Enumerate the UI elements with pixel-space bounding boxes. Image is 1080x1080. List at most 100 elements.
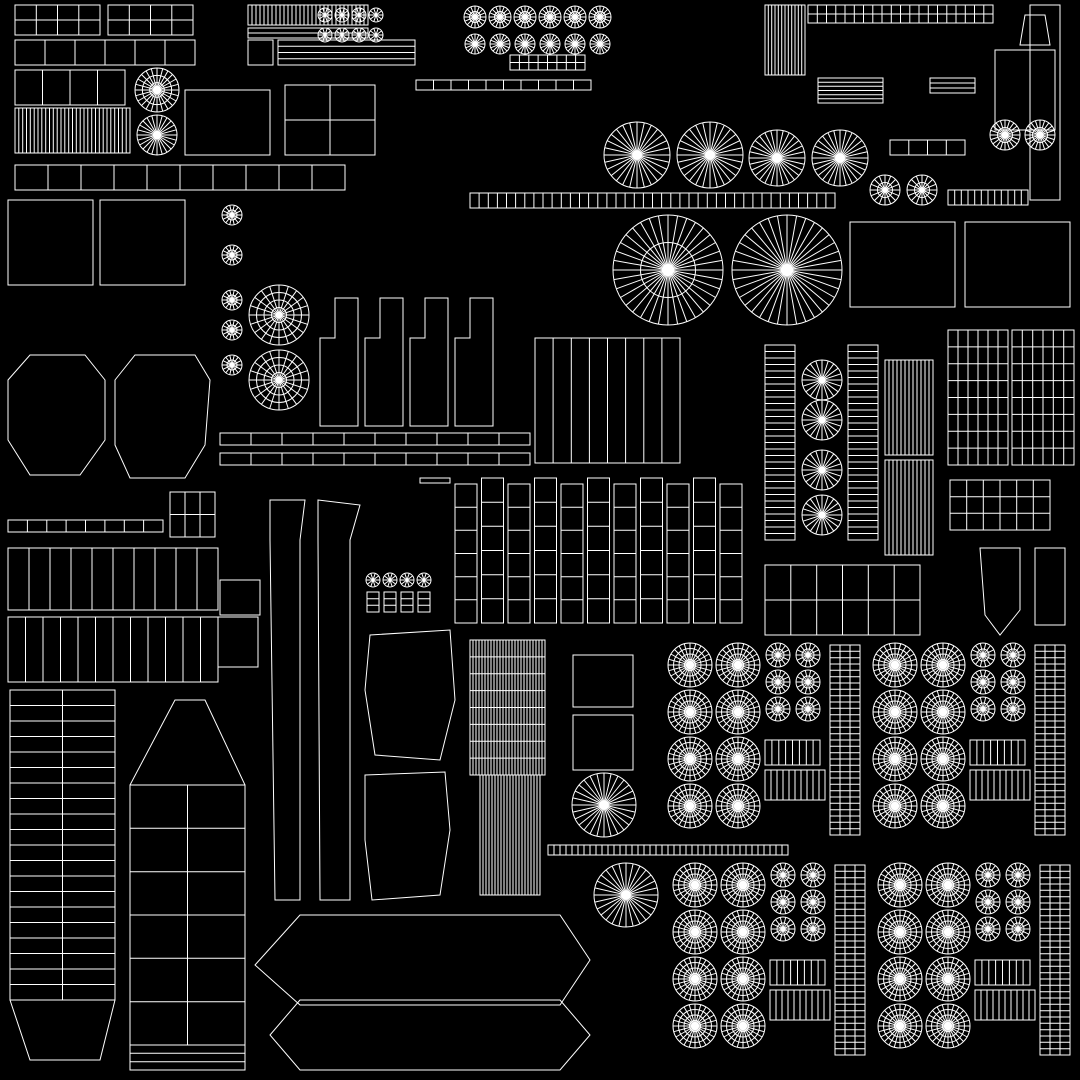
uv-grid-island: [284, 84, 376, 156]
polygon-outline: [364, 297, 404, 427]
grid-lines: [981, 960, 1024, 985]
grid-lines: [930, 82, 975, 89]
uv-wheel-island: [801, 494, 843, 536]
grid-lines: [433, 80, 574, 90]
uv-wheel-island: [399, 572, 415, 588]
uv-grid-island: [974, 989, 1036, 1021]
uv-strip-island: [319, 297, 359, 427]
uv-grid-island: [169, 491, 216, 538]
wheel-spokes: [721, 1004, 765, 1048]
uv-wheel-island: [368, 7, 384, 23]
grid-outline: [366, 591, 380, 613]
uv-wheel-island: [765, 669, 791, 695]
grid-lines: [561, 506, 583, 601]
grid-lines: [384, 598, 396, 606]
uv-grid-island: [417, 591, 431, 613]
polygon-outline: [7, 354, 106, 476]
wheel-spokes: [572, 773, 636, 837]
wheel-spokes: [594, 863, 658, 927]
uv-grid-island: [383, 591, 397, 613]
uv-wheel-island: [715, 736, 761, 782]
grid-lines: [776, 960, 819, 985]
grid-lines: [980, 990, 1030, 1020]
uv-wheel-island: [351, 27, 367, 43]
grid-lines: [948, 330, 1008, 465]
uv-wheel-island: [920, 736, 966, 782]
grid-lines: [552, 338, 663, 463]
uv-wheel-island: [672, 862, 718, 908]
grid-lines: [767, 5, 803, 75]
uv-grid-island: [469, 639, 546, 776]
wheel-spokes: [249, 350, 309, 410]
uv-grid-island: [14, 107, 131, 154]
wheel-spokes: [771, 890, 795, 914]
grid-outline: [1029, 4, 1061, 201]
wheel-spokes: [1025, 120, 1055, 150]
uv-wheel-island: [221, 289, 243, 311]
uv-wheel-island: [334, 7, 350, 23]
grid-lines: [47, 165, 313, 190]
uv-grid-island: [929, 77, 976, 94]
grid-lines: [888, 360, 930, 455]
uv-wheel-island: [612, 214, 724, 326]
wheel-spokes: [137, 115, 177, 155]
uv-wheel-island: [134, 67, 180, 113]
uv-grid-island: [947, 329, 1009, 466]
uv-wheel-island: [748, 129, 806, 187]
grid-lines: [808, 5, 993, 23]
uv-wheel-island: [365, 572, 381, 588]
uv-grid-island: [419, 477, 451, 484]
grid-lines: [250, 453, 500, 465]
uv-wheel-island: [564, 33, 586, 55]
wheel-spokes: [249, 285, 309, 345]
polygon-outline: [269, 499, 306, 901]
uv-wheel-island: [317, 27, 333, 43]
grid-lines: [830, 645, 860, 835]
grid-lines: [455, 506, 477, 601]
uv-grid-island: [807, 4, 994, 24]
wheel-spokes: [971, 643, 995, 667]
uv-wheel-island: [221, 354, 243, 376]
uv-panel-island: [364, 629, 456, 761]
wheel-spokes: [673, 957, 717, 1001]
uv-grid-island: [107, 4, 194, 36]
uv-grid-island: [572, 654, 634, 708]
wheel-spokes: [335, 28, 349, 42]
uv-long-strip-island: [317, 499, 361, 901]
wheel-spokes: [222, 205, 242, 225]
uv-wheel-island: [800, 916, 826, 942]
uv-wheel-island: [488, 5, 512, 29]
wheel-spokes: [873, 737, 917, 781]
uv-cap-island: [994, 49, 1056, 131]
grid-lines: [26, 520, 145, 532]
uv-wheel-island: [906, 174, 938, 206]
uv-wheel-island: [795, 669, 821, 695]
wheel-spokes: [1001, 670, 1025, 694]
wheel-spokes: [812, 130, 868, 186]
uv-wheel-island: [770, 889, 796, 915]
uv-wheel-island: [920, 689, 966, 735]
uv-wheel-island: [672, 1003, 718, 1049]
grid-lines: [470, 640, 545, 775]
grid-lines: [130, 785, 245, 1045]
wheel-spokes: [369, 28, 383, 42]
wheel-spokes: [921, 737, 965, 781]
uv-wheel-island: [765, 696, 791, 722]
uv-wheel-island: [720, 862, 766, 908]
uv-wheel-island: [720, 1003, 766, 1049]
wheel-spokes: [135, 68, 179, 112]
wheel-spokes: [802, 360, 842, 400]
grid-lines: [278, 45, 415, 60]
wheel-spokes: [766, 670, 790, 694]
grid-lines: [908, 140, 947, 155]
uv-wheel-island: [877, 1003, 923, 1049]
wheel-spokes: [926, 910, 970, 954]
uv-grid-island: [829, 644, 861, 836]
grid-outline: [247, 39, 274, 66]
polygon-outline: [1019, 14, 1051, 46]
uv-wheel-island: [589, 33, 611, 55]
uv-wheel-island: [925, 1003, 971, 1049]
wheel-spokes: [1006, 890, 1030, 914]
wheel-spokes: [539, 6, 561, 28]
wheel-spokes: [873, 643, 917, 687]
